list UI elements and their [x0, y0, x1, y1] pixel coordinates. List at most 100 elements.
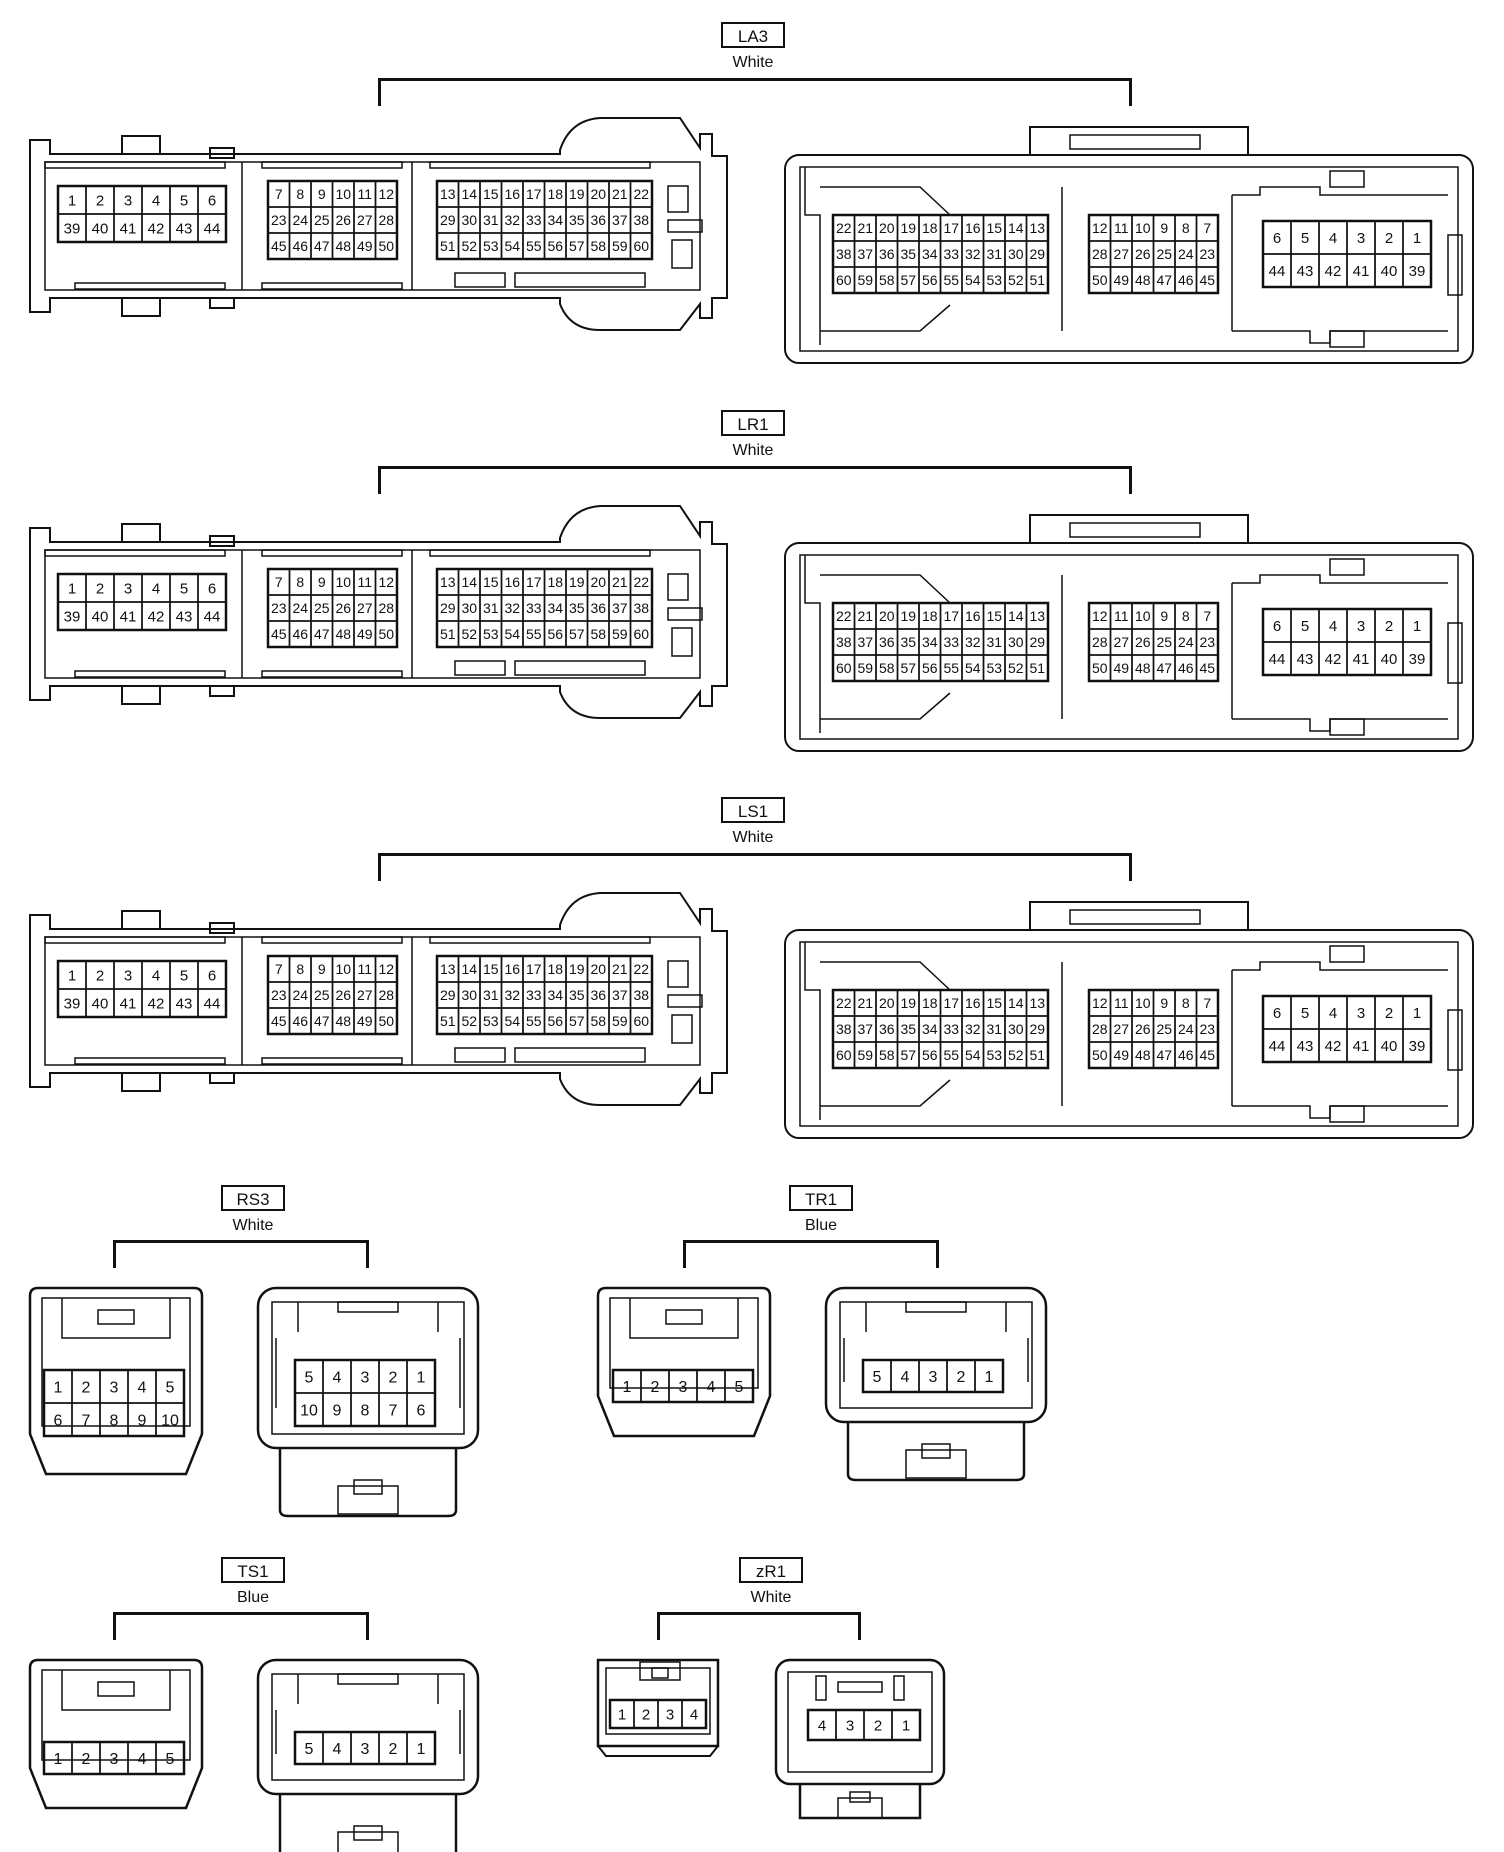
pin-number: 16	[504, 574, 520, 590]
pin-number: 13	[1029, 995, 1045, 1011]
pin-number: 27	[1113, 246, 1129, 262]
pin-number: 54	[504, 626, 520, 642]
keyway	[815, 1675, 827, 1701]
top-hood-slot	[1069, 909, 1201, 925]
pin-number: 9	[1160, 608, 1168, 624]
pin-number: 9	[318, 186, 326, 202]
pin-cell	[1025, 1041, 1049, 1069]
pin-number: 5	[1301, 230, 1309, 247]
pin-number: 41	[120, 608, 137, 625]
pin-number: 17	[526, 186, 542, 202]
pin-number: 1	[902, 1717, 910, 1734]
pin-number: 53	[986, 660, 1002, 676]
pin-number: 1	[54, 1751, 63, 1768]
pin-number: 52	[1008, 1047, 1024, 1063]
pin-number: 10	[161, 1412, 179, 1429]
top-latch	[121, 135, 161, 155]
pin-number: 4	[690, 1706, 698, 1723]
pin-number: 41	[120, 220, 137, 237]
bottom-latch	[905, 1449, 967, 1479]
slot	[261, 549, 403, 557]
pin-number: 34	[922, 634, 938, 650]
pin-number: 7	[1203, 608, 1211, 624]
pin-number: 8	[296, 574, 304, 590]
pin-number: 42	[148, 220, 165, 237]
pin-number: 38	[633, 212, 649, 228]
pin-number: 45	[271, 1013, 287, 1029]
pin-number: 47	[1156, 272, 1172, 288]
bottom-latch	[849, 1791, 871, 1803]
pin-number: 10	[1135, 995, 1151, 1011]
pin-cell	[155, 1741, 185, 1775]
inner-wall	[629, 1298, 739, 1339]
pin-number: 39	[1409, 1038, 1426, 1055]
pin-number: 22	[633, 961, 649, 977]
pin-number: 25	[1156, 634, 1172, 650]
pin-number: 49	[1113, 1047, 1129, 1063]
pin-number: 46	[1178, 1047, 1194, 1063]
pin-cell	[1402, 1028, 1432, 1063]
pin-number: 24	[292, 987, 308, 1003]
pin-number: 43	[1297, 263, 1314, 280]
pin-number: 43	[176, 608, 193, 625]
pin-number: 2	[389, 1369, 398, 1386]
pin-number: 6	[208, 967, 216, 984]
bottom-skirt	[278, 1794, 458, 1852]
pin-number: 11	[357, 186, 372, 202]
pin-cell	[724, 1369, 754, 1403]
pin-number: 6	[208, 192, 216, 209]
pin-number: 37	[612, 987, 628, 1003]
inner-wall	[271, 1301, 465, 1435]
pin-number: 3	[110, 1379, 119, 1396]
pin-number: 20	[590, 574, 606, 590]
pin-number: 18	[922, 995, 938, 1011]
pin-number: 28	[378, 987, 394, 1003]
pin-number: 44	[204, 608, 221, 625]
pin-number: 4	[1329, 618, 1337, 635]
pin-number: 40	[1381, 263, 1398, 280]
pin-number: 32	[965, 246, 981, 262]
pin-number: 3	[361, 1369, 370, 1386]
pin-number: 25	[314, 600, 330, 616]
pin-cell	[197, 213, 227, 243]
pin-cell	[891, 1709, 921, 1741]
pin-number: 55	[526, 626, 542, 642]
pin-number: 3	[846, 1717, 854, 1734]
pin-number: 1	[68, 967, 76, 984]
pin-number: 22	[836, 995, 852, 1011]
bottom-latch	[121, 685, 161, 705]
bottom-latch	[353, 1479, 383, 1495]
pin-number: 2	[874, 1717, 882, 1734]
pin-number: 26	[1135, 246, 1151, 262]
pin-number: 6	[1273, 1005, 1281, 1022]
pin-number: 14	[1008, 608, 1024, 624]
pin-number: 46	[1178, 660, 1194, 676]
pin-number: 2	[1385, 1005, 1393, 1022]
keyway	[1329, 1105, 1365, 1123]
pin-number: 22	[836, 220, 852, 236]
pin-number: 28	[1092, 634, 1108, 650]
pin-number: 27	[1113, 634, 1129, 650]
bottom-latch	[837, 1797, 883, 1819]
inner-wall	[271, 1673, 465, 1781]
pin-number: 44	[204, 995, 221, 1012]
pin-number: 36	[879, 634, 895, 650]
pin-number: 37	[857, 1021, 873, 1037]
pin-number: 34	[547, 600, 563, 616]
inner-wall	[804, 167, 821, 345]
bracket-zr1	[657, 1612, 861, 1640]
housing-outline	[256, 1286, 480, 1450]
pin-number: 60	[633, 626, 649, 642]
pin-number: 44	[1269, 263, 1286, 280]
pin-number: 58	[879, 660, 895, 676]
inner-wall	[1232, 961, 1448, 971]
pin-number: 8	[296, 961, 304, 977]
pin-number: 44	[1269, 1038, 1286, 1055]
inner-wall	[605, 1667, 711, 1735]
housing-outline	[774, 1658, 946, 1786]
pin-number: 12	[1092, 995, 1108, 1011]
bracket-ts1	[113, 1612, 369, 1640]
